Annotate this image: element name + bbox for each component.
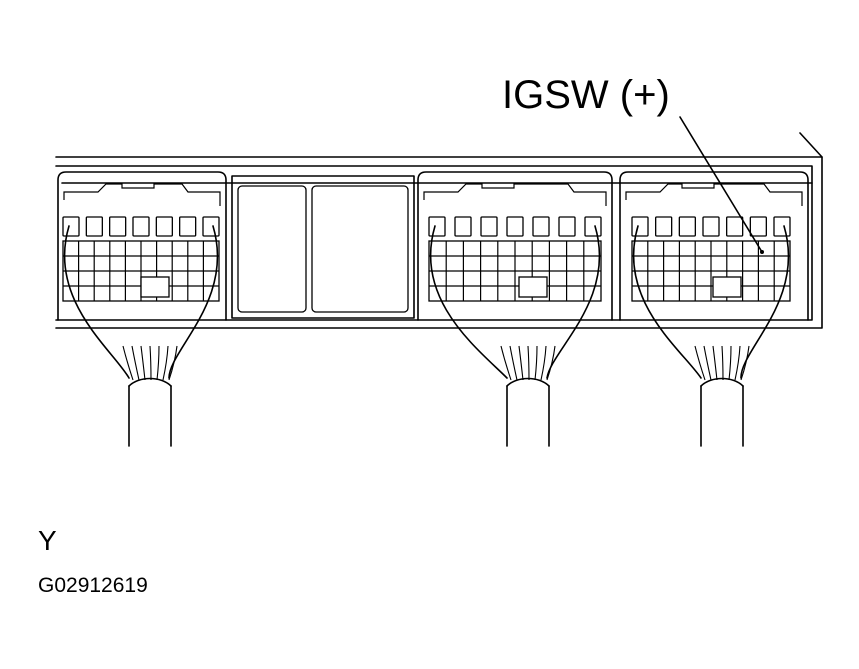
wire-strand [149,345,152,381]
harness-outline-left [429,225,508,379]
upper-terminal [532,216,550,237]
upper-terminal [584,216,602,237]
connector-latch [63,183,221,206]
harness-sleeve-top [506,377,550,387]
view-label: Y [38,525,57,556]
harness-outline-left [63,225,130,379]
connector-body [57,171,227,321]
harness-sleeve-sides [128,385,172,447]
upper-terminal [726,216,744,237]
ecu-housing [55,132,823,329]
wire-strand [721,345,724,381]
connector-body [417,171,613,321]
upper-terminal [179,216,197,237]
connector-left [57,171,227,447]
wire-strand [122,345,134,381]
wire-strand [534,345,538,381]
upper-terminal [109,216,127,237]
upper-terminal [506,216,524,237]
upper-terminal [678,216,696,237]
wire-strand [509,345,518,381]
wire-strand [540,345,547,381]
connector-right [619,171,809,447]
wire-strand [518,345,524,381]
wire-strand [734,345,741,381]
upper-terminal [702,216,720,237]
key-slot [712,276,742,298]
wire-strand [131,345,140,381]
wire-strand [694,345,706,381]
wire-strand [712,345,718,381]
key-slot [140,276,170,298]
harness-outline-right [740,225,790,379]
upper-terminal [62,216,80,237]
harness-sleeve-sides [700,385,744,447]
wire-strand [156,345,160,381]
harness-outline-right [168,225,219,379]
upper-terminal [132,216,150,237]
upper-terminal [202,216,220,237]
upper-terminal [454,216,472,237]
upper-terminal [631,216,649,237]
upper-terminal [749,216,767,237]
wire-strand [162,345,169,381]
upper-terminal [558,216,576,237]
harness-outline-left [632,225,702,379]
connector-middle [417,171,613,447]
harness-sleeve-top [700,377,744,387]
upper-terminal [428,216,446,237]
upper-terminal [85,216,103,237]
wire-strand [740,345,750,381]
blank-module [231,175,415,319]
harness-sleeve-sides [506,385,550,447]
callout-target-dot [760,250,764,254]
harness-sleeve-top [128,377,172,387]
upper-terminal [655,216,673,237]
wire-strand [168,345,178,381]
wire-strand [140,345,146,381]
connector-latch [625,183,803,206]
wire-strand [728,345,732,381]
connector-latch [423,183,607,206]
wire-strand [546,345,556,381]
wire-strand [527,345,530,381]
wire-strand [703,345,712,381]
wire-strand [500,345,512,381]
callout-leader-line [679,116,763,253]
figure-id: G02912619 [38,574,148,597]
callout-label: IGSW (+) [502,73,670,117]
upper-terminal [480,216,498,237]
upper-terminal [155,216,173,237]
upper-terminal [773,216,791,237]
key-slot [518,276,548,298]
